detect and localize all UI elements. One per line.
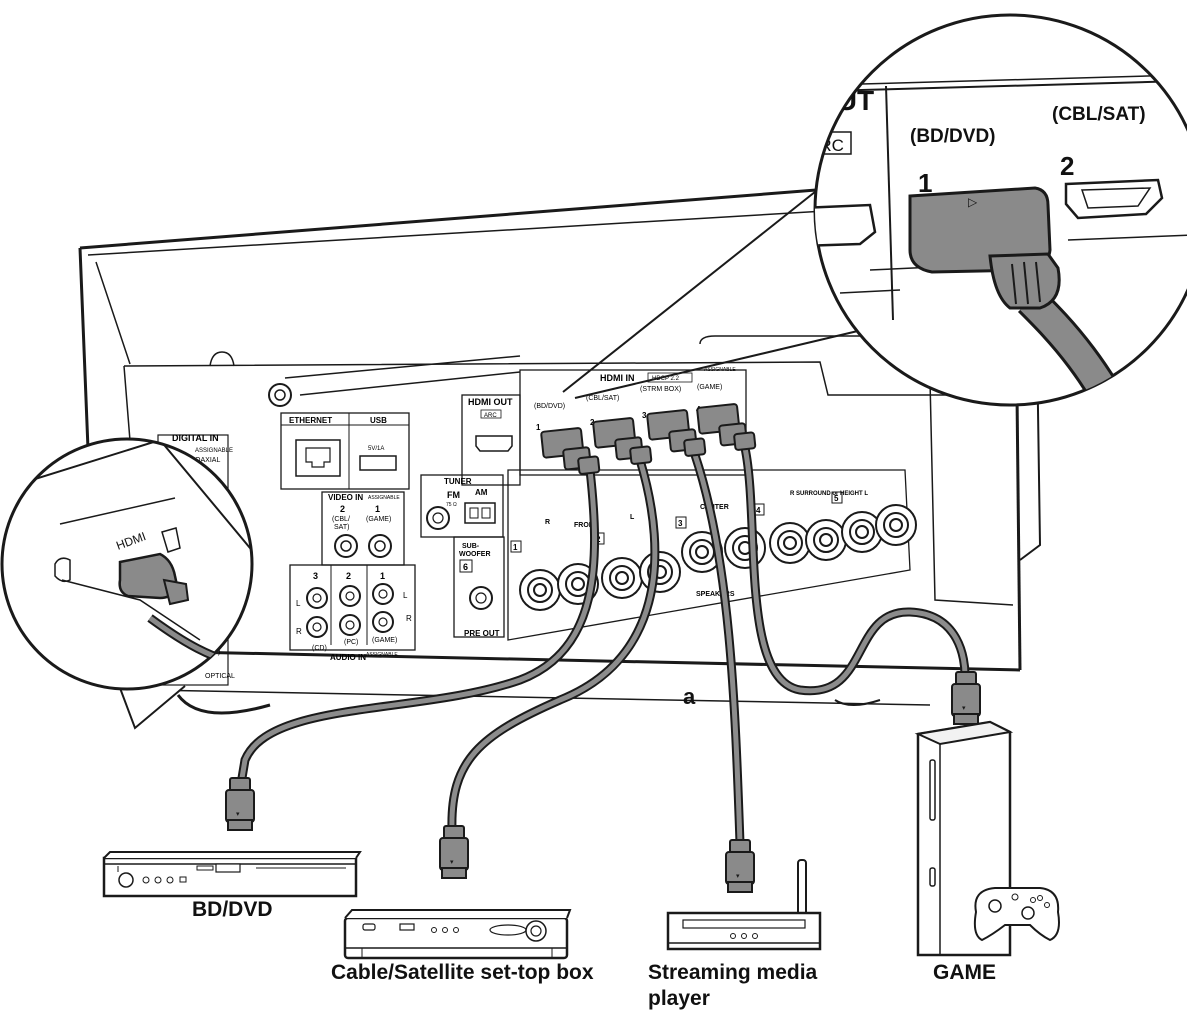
digital-in-assignable: ASSIGNABLE: [195, 448, 233, 454]
zoom-out-label: OUT: [815, 85, 874, 116]
svg-text:▾: ▾: [450, 859, 454, 866]
tuner-section: TUNER FM 75 Ω AM: [420, 474, 504, 538]
hdmi-out-label: HDMI OUT: [468, 397, 513, 407]
front-label: FRONT: [574, 522, 599, 529]
hdmi-out-arc-label: ARC: [484, 413, 497, 419]
svg-text:▾: ▾: [236, 811, 240, 818]
audio-2-number: 2: [346, 571, 351, 581]
hdmi-in-assignable: ASSIGNABLE: [704, 367, 736, 373]
svg-text:▾: ▾: [962, 705, 966, 712]
subwoofer-section: SUB- WOOFER 6 PRE OUT: [453, 536, 505, 638]
audio-3-number: 3: [313, 571, 318, 581]
cable-satellite-box: [343, 909, 572, 960]
hdmi-in-2-number: 2: [590, 418, 595, 427]
subwoofer-number: 6: [463, 562, 468, 572]
speaker-3-number: 3: [678, 519, 683, 528]
audio-game-label: (GAME): [372, 637, 397, 644]
zoom-in-1-number: 1: [918, 168, 932, 198]
zoom-in-2-number: 2: [1060, 151, 1074, 181]
hdmi-in-1-number: 1: [536, 423, 541, 432]
usb-port: [359, 455, 397, 471]
cable-marker-a: a: [683, 684, 696, 709]
video-in-label: VIDEO IN: [328, 493, 363, 502]
video-2-number: 2: [340, 504, 345, 514]
ethernet-port: [295, 439, 341, 477]
front-r-label: R: [545, 519, 550, 526]
speaker-5-number: 5: [834, 494, 839, 503]
video-2-cbl: (CBL/: [332, 516, 350, 523]
hdmi-in-3-label: (STRM BOX): [640, 386, 681, 393]
hdcp-label: HDCP 2.2: [652, 376, 680, 382]
surround-label: R SURROUND or HEIGHT L: [790, 491, 868, 497]
audio-l-label-right: L: [403, 591, 408, 600]
hdmi-in-2-label: (CBL/SAT): [586, 395, 619, 402]
tuner-label: TUNER: [444, 477, 472, 486]
usb-power-label: 5V/1A: [368, 446, 384, 452]
zoom-hdmi-in: OUT ARC (BD/DVD) (CBL/SAT) 1 2 ▷: [562, 13, 1187, 407]
audio-r-label-right: R: [406, 614, 412, 623]
audio-pc-label: (PC): [344, 639, 358, 646]
video-in-section: VIDEO IN ASSIGNABLE 2 (CBL/ SAT) 1 (GAME…: [321, 491, 405, 566]
svg-text:▷: ▷: [968, 195, 978, 209]
receiver-plugs: [540, 403, 757, 475]
hdmi-cables: [235, 443, 970, 848]
audio-r-label: R: [296, 627, 302, 636]
center-label: CENTER: [700, 504, 729, 511]
streaming-media-player: [666, 859, 822, 951]
hdmi-in-1-label: (BD/DVD): [534, 403, 565, 410]
digital-in-label: DIGITAL IN: [172, 433, 219, 443]
subwoofer-label: SUB-: [462, 543, 480, 550]
coaxial-label: COAXIAL: [190, 457, 220, 464]
game-caption: GAME: [933, 961, 996, 984]
optical-label: OPTICAL: [205, 673, 235, 680]
game-console: [914, 720, 1060, 957]
audio-l-label: L: [296, 599, 301, 608]
audio-in-label: AUDIO IN: [330, 653, 366, 662]
hdmi-in-4-label: (GAME): [697, 384, 722, 391]
audio-in-section: 3 2 1 L R L R (CD) (PC) (GAME) AUDIO IN …: [289, 564, 416, 662]
video-in-assignable: ASSIGNABLE: [368, 495, 400, 501]
hdmi-out-port: [475, 435, 513, 452]
speaker-1-number: 1: [513, 543, 518, 552]
fm-label: FM: [447, 490, 460, 500]
pre-out-label: PRE OUT: [464, 629, 500, 638]
usb-label: USB: [370, 416, 387, 425]
speakers-label: SPEAKERS: [696, 591, 735, 598]
audio-in-assignable: ASSIGNABLE: [366, 652, 398, 658]
subwoofer-label-2: WOOFER: [459, 551, 491, 558]
video-1-number: 1: [375, 504, 380, 514]
svg-text:▾: ▾: [736, 873, 740, 880]
fm-ohm-label: 75 Ω: [446, 502, 457, 508]
hdmi-in-3-number: 3: [642, 411, 647, 420]
am-label: AM: [475, 488, 488, 497]
hdmi-section: HDMI OUT ARC HDMI IN HDCP 2.2 ASSIGNABLE…: [461, 367, 747, 486]
zoom-in-1-label: (BD/DVD): [910, 126, 996, 147]
cable-satellite-caption: Cable/Satellite set-top box: [331, 961, 594, 984]
bd-dvd-player: [102, 851, 362, 898]
front-l-label: L: [630, 514, 635, 521]
device-plugs: ▾ ▾ ▾ ▾: [225, 671, 981, 893]
ethernet-label: ETHERNET: [289, 416, 332, 425]
audio-1-number: 1: [380, 571, 385, 581]
zoom-in-2-label: (CBL/SAT): [1052, 104, 1146, 125]
bd-dvd-caption: BD/DVD: [192, 898, 273, 921]
speaker-4-number: 4: [756, 506, 761, 515]
streaming-caption: Streaming media player: [648, 961, 818, 1010]
video-2-sat: SAT): [334, 524, 349, 531]
video-1-game: (GAME): [366, 516, 391, 523]
audio-cd-label: (CD): [312, 645, 327, 652]
speaker-section: R FRONT L CENTER R SURROUND or HEIGHT L …: [507, 469, 917, 641]
hdmi-in-label: HDMI IN: [600, 373, 635, 383]
ethernet-usb-section: ETHERNET USB 5V/1A: [280, 412, 410, 490]
